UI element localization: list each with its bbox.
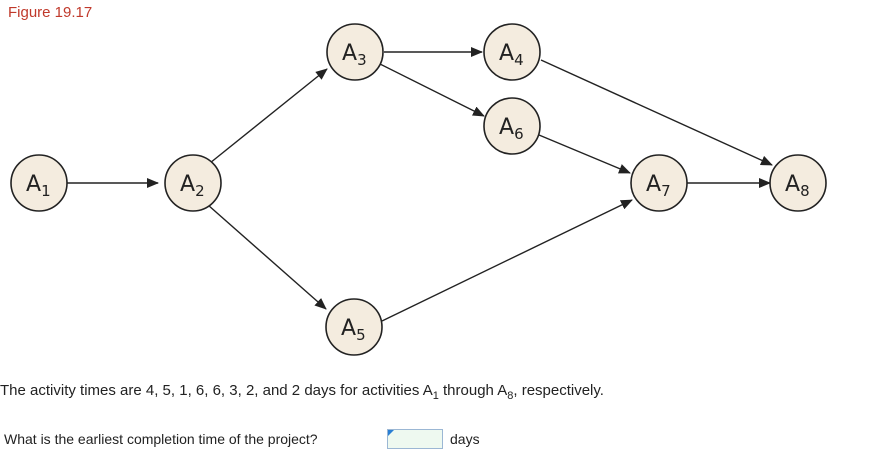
svg-text:A1: A1 (26, 172, 51, 200)
edge-a2-a5 (207, 204, 327, 310)
node-a5: A5 (325, 298, 383, 356)
node-a8: A8 (769, 154, 827, 212)
edge-a4-a8 (540, 59, 773, 166)
svg-text:A6: A6 (499, 115, 524, 143)
edge-a3-a6 (379, 63, 485, 117)
activity-times-statement: The activity times are 4, 5, 1, 6, 6, 3,… (0, 382, 604, 402)
edge-a5-a7 (381, 199, 633, 322)
node-a1: A1 (10, 154, 68, 212)
answer-unit: days (450, 431, 480, 447)
question-text: What is the earliest completion time of … (4, 431, 318, 447)
svg-text:A4: A4 (499, 41, 524, 69)
node-a7: A7 (630, 154, 688, 212)
node-a4: A4 (483, 23, 541, 81)
figure-title: Figure 19.17 (8, 4, 93, 21)
node-a3: A3 (326, 23, 384, 81)
edge-a6-a7 (538, 134, 631, 174)
svg-text:A2: A2 (180, 172, 205, 200)
svg-text:A5: A5 (341, 316, 366, 344)
svg-text:A3: A3 (342, 41, 367, 69)
edge-a2-a3 (209, 68, 328, 164)
network-diagram: A1 A2 A3 A4 A5 A6 A7 A8 (10, 23, 827, 356)
answer-input[interactable] (387, 429, 443, 449)
node-a2: A2 (164, 154, 222, 212)
svg-text:A7: A7 (646, 172, 671, 200)
svg-text:A8: A8 (785, 172, 810, 200)
node-a6: A6 (483, 97, 541, 155)
